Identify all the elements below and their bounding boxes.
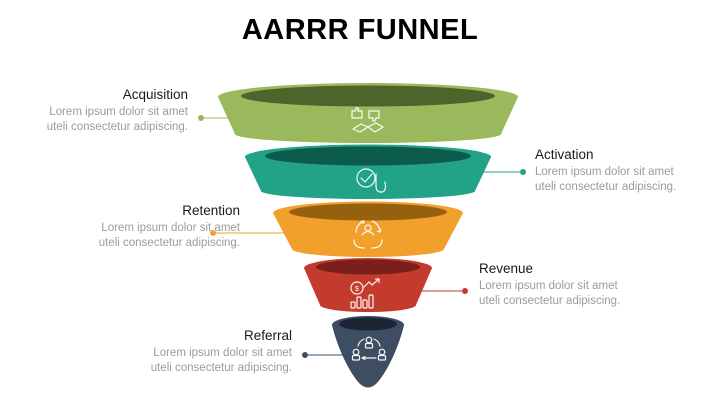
stage-name: Acquisition bbox=[122, 87, 188, 102]
label-acquisition: Acquisition Lorem ipsum dolor sit amet u… bbox=[26, 87, 188, 135]
stage-description: Lorem ipsum dolor sit amet uteli consect… bbox=[46, 106, 188, 133]
stage-description: Lorem ipsum dolor sit amet uteli consect… bbox=[98, 222, 240, 249]
customer-retention-hands-icon bbox=[353, 220, 383, 249]
connector-dot bbox=[210, 230, 216, 236]
stage-description: Lorem ipsum dolor sit amet uteli consect… bbox=[150, 347, 292, 374]
funnel-stage-retention bbox=[273, 201, 463, 257]
funnel-stage-activation bbox=[245, 144, 491, 199]
stage-name: Referral bbox=[243, 328, 292, 343]
stage-description: Lorem ipsum dolor sit amet uteli consect… bbox=[479, 280, 621, 307]
funnel-stage-revenue: $ bbox=[304, 258, 432, 312]
stage-name: Activation bbox=[535, 147, 594, 162]
dollar-glyph: $ bbox=[355, 284, 360, 293]
connector-dot bbox=[462, 288, 468, 294]
funnel-stage-acquisition bbox=[218, 83, 518, 143]
label-activation: Activation Lorem ipsum dolor sit amet ut… bbox=[535, 147, 697, 195]
dollar-growth-chart-icon: $ bbox=[350, 278, 380, 309]
page-title: AARRR FUNNEL bbox=[241, 14, 479, 46]
connector-activation bbox=[478, 169, 526, 175]
label-referral: Referral Lorem ipsum dolor sit amet utel… bbox=[130, 328, 292, 376]
connector-dot bbox=[198, 115, 204, 121]
connector-dot bbox=[302, 352, 308, 358]
stage-description: Lorem ipsum dolor sit amet uteli consect… bbox=[535, 166, 677, 193]
funnel-stage-referral bbox=[332, 316, 404, 388]
connector-dot bbox=[520, 169, 526, 175]
thumbs-feedback-handshake-icon bbox=[351, 106, 384, 133]
label-retention: Retention Lorem ipsum dolor sit amet ute… bbox=[78, 203, 240, 251]
stage-name: Revenue bbox=[479, 261, 534, 276]
label-revenue: Revenue Lorem ipsum dolor sit amet uteli… bbox=[479, 261, 641, 309]
referral-people-network-icon bbox=[351, 336, 387, 361]
connector-revenue bbox=[420, 288, 468, 294]
stage-name: Retention bbox=[182, 203, 240, 218]
tap-checkmark-icon bbox=[356, 168, 387, 193]
connector-retention bbox=[210, 230, 292, 236]
